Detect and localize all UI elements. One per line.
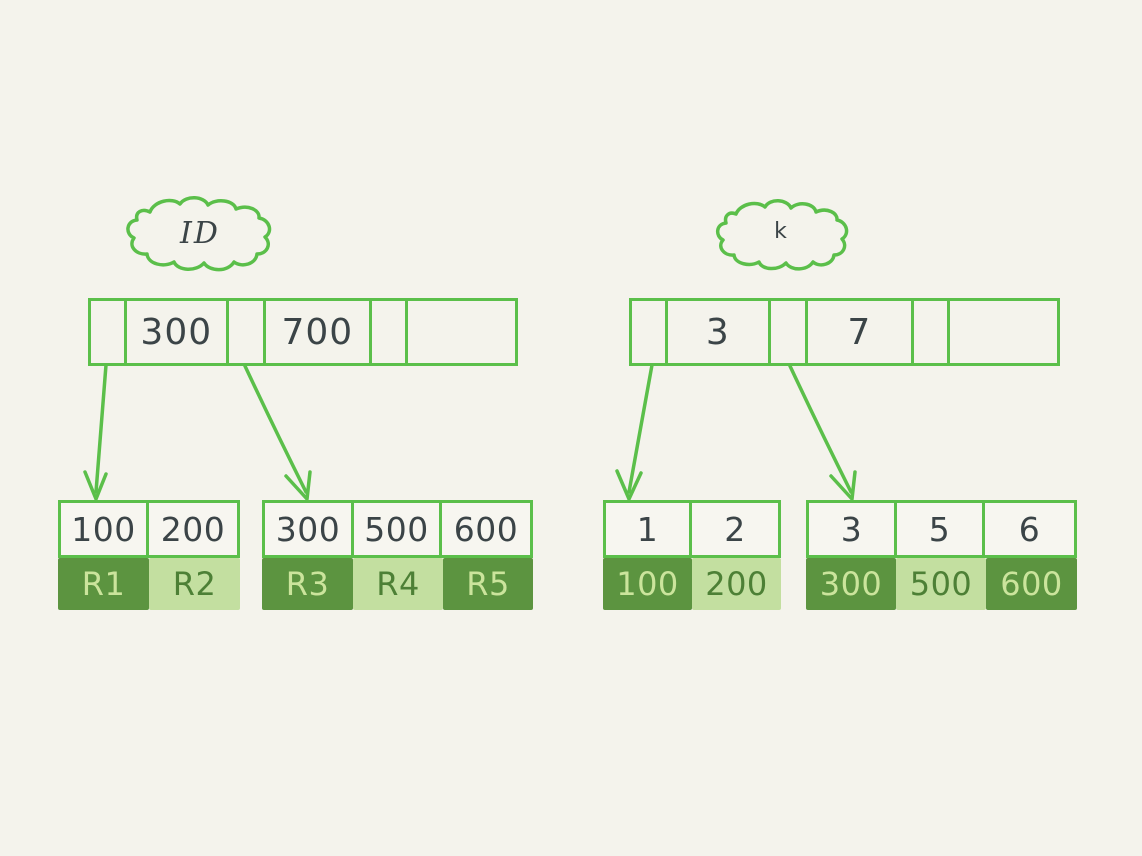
leaf-id-1-value-0[interactable]: R1 [58,558,149,610]
leaf-id-2-values: R3 R4 R5 [262,558,533,610]
leaf-node-k-1[interactable]: 1 2 100 200 [603,500,781,610]
leaf-id-1-key-1[interactable]: 200 [160,509,226,549]
root-id-key-0[interactable]: 300 [127,301,230,363]
root-k-key-2[interactable] [950,301,1057,363]
root-id-key-2[interactable] [408,301,515,363]
root-k-key-0[interactable]: 3 [668,301,772,363]
leaf-id-2-value-2[interactable]: R5 [443,558,533,610]
leaf-id-2-value-0[interactable]: R3 [262,558,353,610]
leaf-k-1-key-0[interactable]: 1 [606,503,693,555]
leaf-id-2-value-1[interactable]: R4 [353,558,443,610]
arrow-left-ptr0-to-leaf1 [83,363,108,501]
root-id-pointer-0[interactable] [91,301,127,363]
leaf-id-2-key-2[interactable]: 600 [453,509,519,549]
leaf-k-2-keys: 3 5 6 [806,500,1077,558]
root-k-pointer-0[interactable] [632,301,668,363]
root-node-id[interactable]: 300 700 [88,298,518,366]
leaf-k-2-values: 300 500 600 [806,558,1077,610]
leaf-k-2-value-2[interactable]: 600 [986,558,1077,610]
root-k-pointer-1[interactable] [771,301,808,363]
leaf-k-1-key-1[interactable]: 2 [724,509,746,549]
leaf-id-2-keys: 300 500 600 [262,500,533,558]
arrow-right-ptr0-to-leaf1 [615,363,654,501]
cloud-label-id: ID [120,192,280,280]
leaf-k-2-value-1[interactable]: 500 [896,558,986,610]
leaf-k-1-value-1[interactable]: 200 [692,558,781,610]
leaf-k-1-values: 100 200 [603,558,781,610]
root-id-key-1[interactable]: 700 [266,301,373,363]
leaf-k-2-value-0[interactable]: 300 [806,558,896,610]
leaf-k-1-keys: 1 2 [603,500,781,558]
cloud-shape-icon [716,199,849,271]
leaf-id-1-key-0[interactable]: 100 [61,503,150,555]
arrow-left-ptr1-to-leaf2 [243,364,312,501]
root-k-pointer-2[interactable] [914,301,950,363]
leaf-id-1-values: R1 R2 [58,558,240,610]
leaf-node-k-2[interactable]: 3 5 6 300 500 600 [806,500,1077,610]
leaf-k-2-key-0[interactable]: 3 [809,503,898,555]
leaf-id-1-keys: 100 200 [58,500,240,558]
leaf-node-id-2[interactable]: 300 500 600 R3 R4 R5 [262,500,533,610]
root-k-key-1[interactable]: 7 [808,301,915,363]
cloud-shape-icon [126,196,272,272]
cloud-label-k-text: k [774,219,788,244]
leaf-id-1-value-1[interactable]: R2 [149,558,240,610]
leaf-k-1-value-0[interactable]: 100 [603,558,692,610]
root-node-k[interactable]: 3 7 [629,298,1060,366]
leaf-id-2-key-1[interactable]: 500 [354,503,443,555]
leaf-node-id-1[interactable]: 100 200 R1 R2 [58,500,240,610]
leaf-k-2-key-1[interactable]: 5 [897,503,986,555]
root-id-pointer-2[interactable] [372,301,408,363]
leaf-k-2-key-2[interactable]: 6 [1018,509,1041,549]
cloud-label-k: k [710,196,852,278]
leaf-id-2-key-0[interactable]: 300 [265,503,354,555]
arrow-right-ptr1-to-leaf2 [788,364,857,501]
root-id-pointer-1[interactable] [229,301,266,363]
cloud-label-id-text: ID [180,216,220,251]
